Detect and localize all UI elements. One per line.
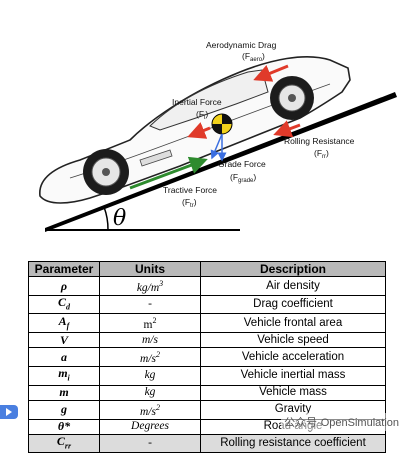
header-parameter: Parameter bbox=[28, 260, 100, 278]
watermark: 公众号·OpenSimulation bbox=[281, 413, 402, 431]
rolling-arrow bbox=[273, 120, 301, 138]
parameter-units: m/s2 bbox=[99, 399, 201, 420]
parameter-symbol: Crr bbox=[28, 433, 100, 453]
parameter-units: Degrees bbox=[99, 418, 201, 435]
aero-drag-symbol: (Faero) bbox=[242, 51, 265, 63]
parameter-units: m/s bbox=[99, 332, 201, 349]
parameter-description: Vehicle inertial mass bbox=[200, 366, 386, 386]
parameter-symbol: Cd bbox=[28, 295, 100, 315]
front-wheel-hub bbox=[288, 94, 296, 102]
tractive-symbol: (Ftr) bbox=[182, 197, 197, 209]
tractive-arrow bbox=[129, 156, 208, 190]
parameter-units: m/s2 bbox=[99, 347, 201, 368]
table-row: Crr-Rolling resistance coefficient bbox=[28, 433, 386, 453]
vehicle-forces-diagram: θ Aerodynamic Drag (Faero) Inertial Forc… bbox=[39, 40, 397, 232]
parameter-units: kg/m3 bbox=[99, 276, 201, 297]
parameter-units: m2 bbox=[99, 313, 201, 334]
inertial-label: Inertial Force bbox=[172, 97, 222, 107]
parameter-symbol: g bbox=[28, 399, 100, 420]
parameter-description: Vehicle speed bbox=[200, 332, 386, 349]
header-units: Units bbox=[99, 260, 201, 278]
rear-wheel-hub bbox=[102, 168, 110, 176]
parameter-symbol: θ* bbox=[28, 418, 100, 435]
parameter-description: Air density bbox=[200, 276, 386, 297]
inertial-arrow bbox=[187, 122, 211, 139]
table-row: Cd-Drag coefficient bbox=[28, 295, 386, 315]
rolling-symbol: (Frr) bbox=[314, 148, 329, 160]
parameter-units: kg bbox=[99, 366, 201, 386]
parameter-description: Vehicle mass bbox=[200, 384, 386, 401]
parameter-units: - bbox=[99, 295, 201, 315]
parameter-symbol: Af bbox=[28, 313, 100, 334]
aero-drag-arrow bbox=[253, 64, 289, 82]
header-description: Description bbox=[200, 260, 386, 278]
angle-arc bbox=[103, 206, 109, 231]
parameter-symbol: a bbox=[28, 347, 100, 368]
parameter-units: - bbox=[99, 433, 201, 453]
parameter-description: Rolling resistance coefficient bbox=[200, 433, 386, 453]
table-header-row: Parameter Units Description bbox=[28, 260, 386, 278]
parameter-symbol: m bbox=[28, 384, 100, 401]
play-icon[interactable] bbox=[0, 405, 18, 419]
car-window bbox=[149, 69, 269, 131]
aero-drag-label: Aerodynamic Drag bbox=[206, 40, 277, 50]
road-incline bbox=[45, 92, 397, 232]
grade-arrow-slope bbox=[210, 133, 223, 160]
grade-symbol: (Fgrade) bbox=[230, 172, 256, 184]
inertial-symbol: (Fi) bbox=[196, 109, 208, 121]
parameter-symbol: V bbox=[28, 332, 100, 349]
tractive-label: Tractive Force bbox=[163, 185, 217, 195]
parameter-symbol: ρ bbox=[28, 276, 100, 297]
rolling-label: Rolling Resistance bbox=[284, 136, 355, 146]
parameter-units: kg bbox=[99, 384, 201, 401]
parameter-description: Vehicle acceleration bbox=[200, 347, 386, 368]
parameter-symbol: mi bbox=[28, 366, 100, 386]
angle-theta: θ bbox=[113, 206, 126, 231]
parameter-description: Vehicle frontal area bbox=[200, 313, 386, 334]
center-of-gravity bbox=[211, 113, 233, 135]
parameter-description: Drag coefficient bbox=[200, 295, 386, 315]
grade-label: Grade Force bbox=[218, 159, 266, 169]
car-vent bbox=[139, 149, 173, 167]
